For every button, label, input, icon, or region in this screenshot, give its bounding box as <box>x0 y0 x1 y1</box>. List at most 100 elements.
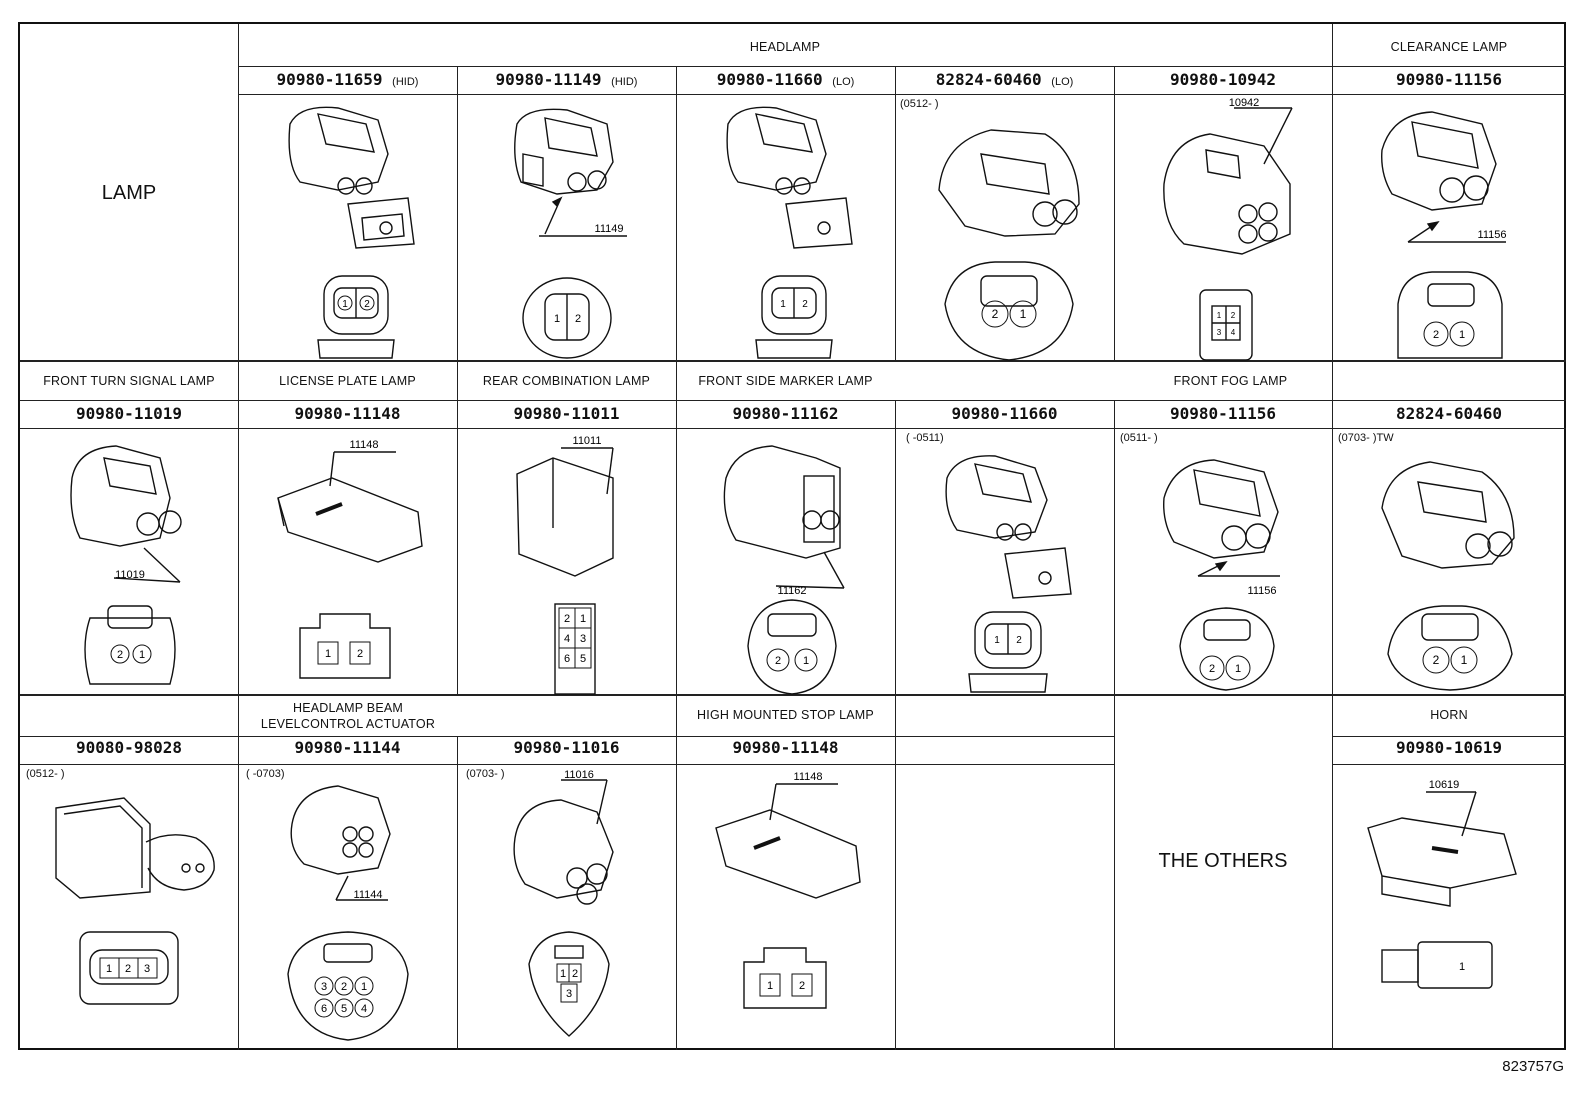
pin-label: 1 <box>139 649 145 661</box>
pin-label: 1 <box>342 299 348 310</box>
connector-drawing-11659: 1 2 <box>238 94 457 365</box>
pin-label: 1 <box>325 648 331 660</box>
pin-label: 2 <box>799 980 805 992</box>
pin-label: 1 <box>1235 663 1241 675</box>
grid-line <box>1114 66 1115 360</box>
pin-label: 2 <box>575 313 581 325</box>
callout-label: 11149 <box>595 223 624 235</box>
grid-line <box>20 428 1566 429</box>
pin-label: 2 <box>125 963 131 975</box>
group-label-front-side-marker: FRONT SIDE MARKER LAMP <box>698 374 873 388</box>
group-label-front-fog: FRONT FOG LAMP <box>1173 374 1288 388</box>
connector-drawing-11156-fog: 11156 2 1 <box>1114 428 1332 699</box>
part-number: 90980-11019 <box>76 404 182 423</box>
pin-label: 1 <box>767 980 773 992</box>
pin-label: 1 <box>560 968 566 980</box>
date-note: ( -0511) <box>906 432 944 444</box>
pin-label: 1 <box>994 635 1000 646</box>
the-others-label: THE OTHERS <box>1158 850 1288 872</box>
pin-label: 4 <box>1231 328 1236 337</box>
pin-label: 1 <box>106 963 112 975</box>
date-note: (0703- )TW <box>1338 432 1394 444</box>
connector-drawing-11162: 11162 2 1 <box>676 428 895 699</box>
part-number: 90980-11156 <box>1170 404 1276 423</box>
pin-label: 2 <box>1209 663 1215 675</box>
pin-label: 1 <box>1461 653 1468 667</box>
pin-label: 2 <box>775 655 781 667</box>
part-number: 90980-10619 <box>1396 738 1502 757</box>
pin-label: 2 <box>572 968 578 980</box>
date-note: (0512- ) <box>900 98 939 110</box>
grid-line <box>1332 764 1566 765</box>
part-number: 90080-98028 <box>76 738 182 757</box>
part-number: 90980-11660 (LO) <box>716 70 855 89</box>
date-note: ( -0703) <box>246 768 285 780</box>
pin-label: 2 <box>364 299 370 310</box>
group-label-license-plate: LICENSE PLATE LAMP <box>279 374 416 388</box>
grid-line <box>238 66 1332 67</box>
pin-label: 2 <box>1016 635 1022 646</box>
connector-drawing-11149: 11149 1 2 <box>457 94 676 365</box>
group-label-front-turn-signal: FRONT TURN SIGNAL LAMP <box>43 374 215 388</box>
group-label-clearance-lamp: CLEARANCE LAMP <box>1390 40 1508 54</box>
connector-drawing-11016: 11016 1 2 3 <box>457 764 676 1055</box>
connector-drawing-11144: 11144 3 2 1 6 5 4 <box>238 764 457 1055</box>
pin-label: 3 <box>566 988 572 1000</box>
pin-label: 1 <box>1459 329 1465 341</box>
callout-label: 11148 <box>350 439 379 451</box>
part-number: 90980-11011 <box>513 404 620 423</box>
pin-label: 3 <box>144 963 150 975</box>
date-note: (0512- ) <box>26 768 65 780</box>
callout-label: 11148 <box>794 771 823 783</box>
callout-label: 11156 <box>1248 585 1277 597</box>
pin-label: 2 <box>341 981 347 993</box>
pin-label: 6 <box>564 653 570 665</box>
lamp-title: LAMP <box>101 182 157 204</box>
grid-line <box>676 66 677 1050</box>
connector-drawing-11148: 11148 1 2 <box>238 428 457 699</box>
pin-label: 2 <box>802 299 808 310</box>
pin-label: 1 <box>580 613 586 625</box>
connector-drawing-10942: 10942 1 2 3 4 <box>1114 94 1332 365</box>
label-line: HEADLAMP BEAM <box>292 701 404 715</box>
grid-line <box>895 400 896 1050</box>
group-label-horn: HORN <box>1430 708 1468 722</box>
grid-line <box>1114 400 1115 1050</box>
connector-drawing-11660: 1 2 <box>676 94 895 365</box>
callout-label: 11016 <box>564 769 594 781</box>
part-number: 90980-11144 <box>294 738 401 757</box>
part-number: 90980-11148 <box>732 738 839 757</box>
pin-label: 2 <box>357 648 363 660</box>
connector-drawing-60460: 2 1 <box>895 94 1114 365</box>
pin-label: 3 <box>1217 328 1222 337</box>
grid-line <box>238 24 239 1050</box>
connector-drawing-11011: 11011 2 1 4 3 6 5 <box>457 428 676 699</box>
pin-label: 5 <box>580 653 586 665</box>
grid-line <box>20 764 1114 765</box>
part-number: 90980-11660 <box>951 404 1058 423</box>
group-label-high-mounted-stop: HIGH MOUNTED STOP LAMP <box>697 708 874 722</box>
callout-label: 10942 <box>1229 97 1260 109</box>
pin-label: 1 <box>1459 961 1465 973</box>
callout-label: 11011 <box>573 435 602 447</box>
connector-drawing-98028: 1 2 3 <box>20 764 238 1055</box>
grid-line <box>895 66 896 360</box>
group-label-headlamp: HEADLAMP <box>749 40 821 54</box>
part-number: 82824-60460 <box>1396 404 1502 423</box>
reference-code: 823757G <box>1502 1058 1564 1075</box>
pin-label: 3 <box>580 633 586 645</box>
callout-label: 11162 <box>778 585 807 597</box>
part-number: 90980-11156 <box>1396 70 1502 89</box>
connector-drawing-11660-fog: 1 2 <box>895 428 1114 699</box>
group-label-beam-level-actuator: HEADLAMP BEAM LEVELCONTROL ACTUATOR <box>20 700 676 732</box>
connector-drawing-10619: 10619 1 <box>1332 764 1566 1055</box>
grid-line <box>457 66 458 360</box>
grid-line <box>20 360 1566 362</box>
grid-line <box>20 694 1566 696</box>
connector-drawing-11156: 11156 2 1 <box>1332 94 1566 365</box>
pin-label: 1 <box>554 313 560 325</box>
grid-line <box>1332 736 1566 737</box>
grid-line <box>457 360 458 694</box>
callout-label: 11144 <box>354 889 383 901</box>
grid-line <box>1332 24 1333 1050</box>
